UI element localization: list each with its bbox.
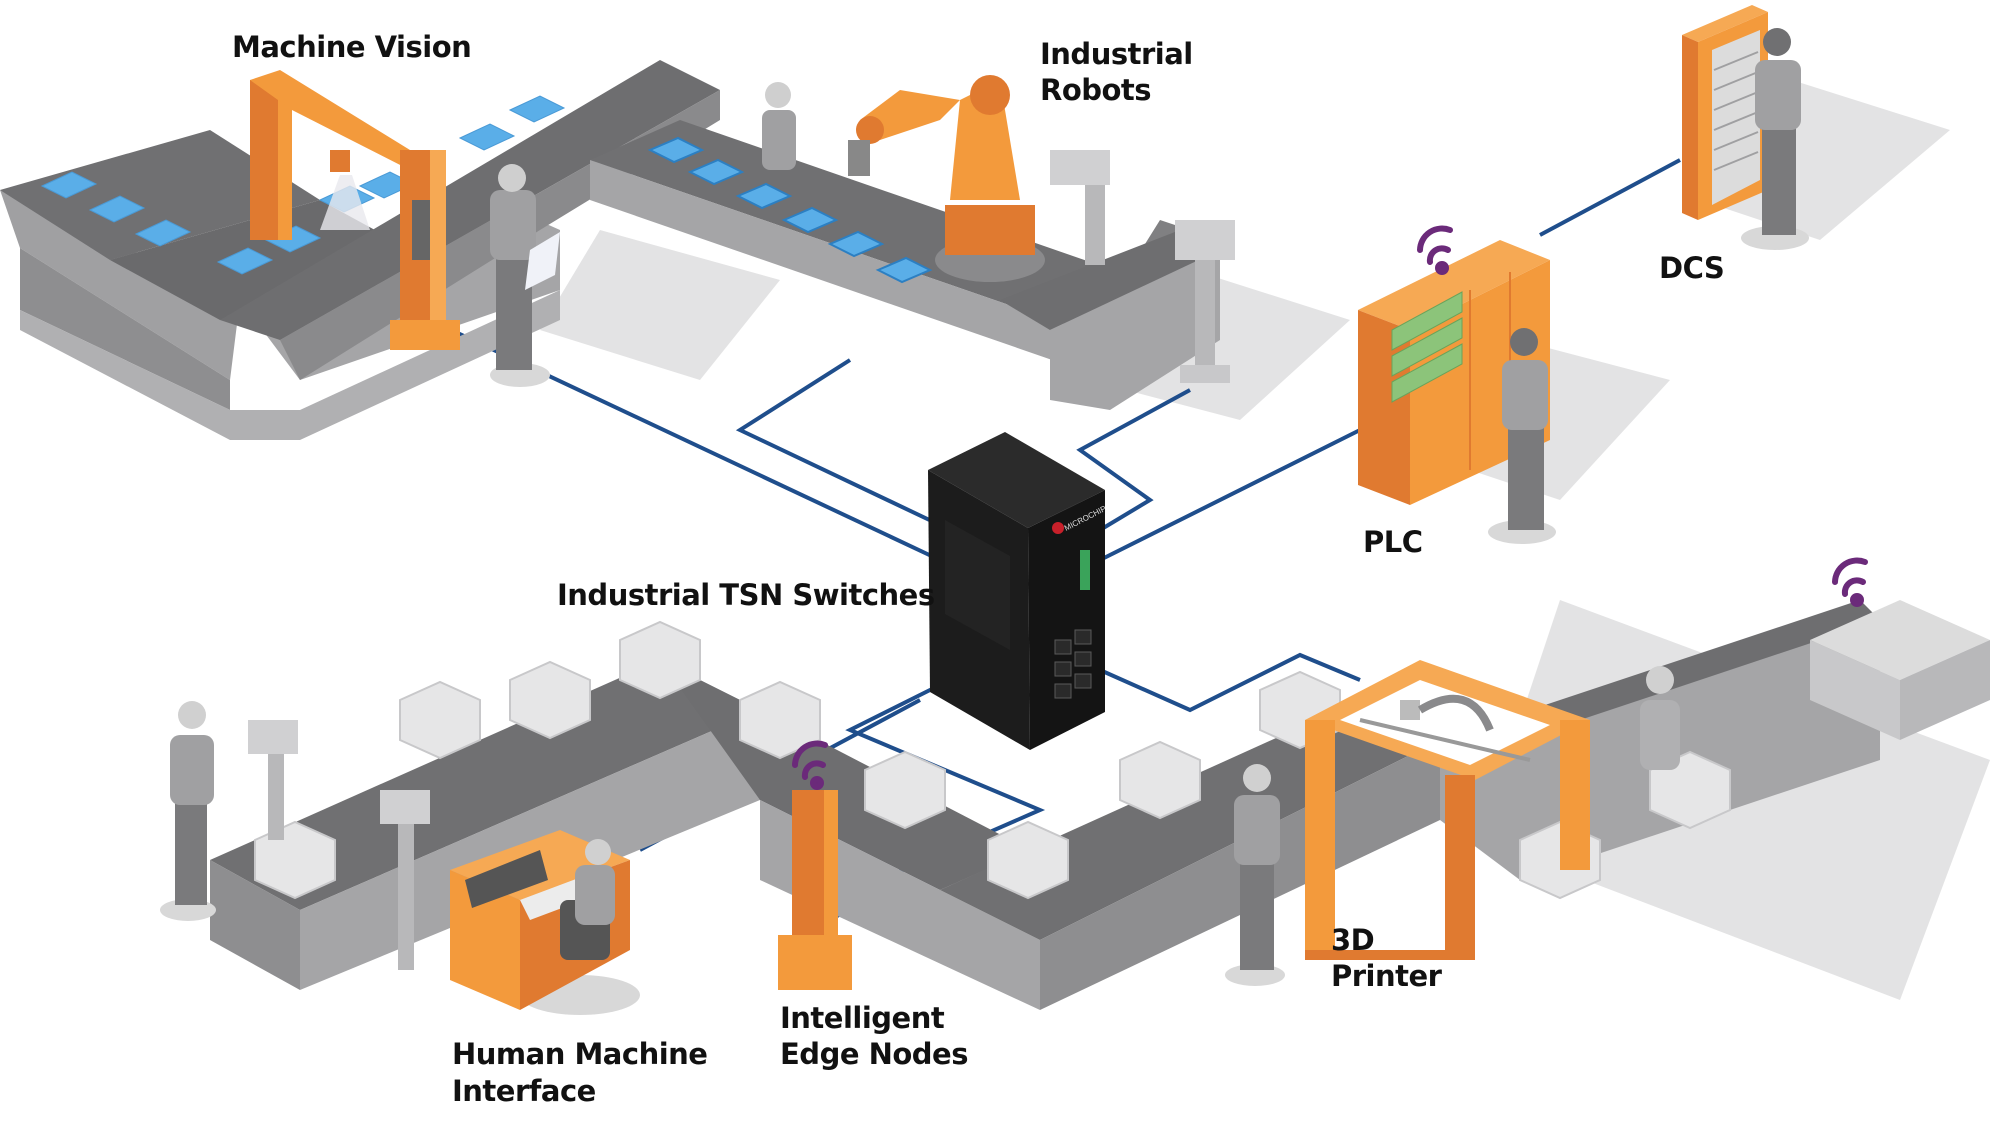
label-machine-vision: Machine Vision bbox=[232, 30, 472, 64]
wireless-icon-tunnel bbox=[1832, 557, 1868, 607]
sensor-posts-top bbox=[1050, 150, 1235, 383]
label-3d-printer-line2: Printer bbox=[1331, 959, 1442, 993]
label-edge-nodes-line2: Edge Nodes bbox=[780, 1037, 968, 1071]
industrial-robot-arm bbox=[848, 75, 1045, 282]
label-hmi-line2: Interface bbox=[452, 1074, 596, 1108]
cable-robots bbox=[735, 358, 941, 527]
worker-machine-vision bbox=[490, 164, 560, 387]
wireless-icon-plc bbox=[1417, 225, 1453, 275]
hmi-console bbox=[450, 830, 640, 1015]
label-hmi-line1: Human Machine bbox=[452, 1037, 708, 1071]
label-industrial-robots-line2: Robots bbox=[1040, 73, 1152, 107]
machine-vision-gantry bbox=[250, 70, 460, 350]
worker-robots bbox=[762, 82, 796, 170]
tunnel-machine bbox=[1810, 557, 1990, 740]
worker-plc bbox=[1488, 328, 1556, 544]
worker-bottom-left bbox=[160, 701, 430, 970]
worker-dcs bbox=[1741, 28, 1809, 250]
tsn-switch: MICROCHIP bbox=[928, 432, 1108, 750]
label-edge-nodes-line1: Intelligent bbox=[780, 1001, 945, 1035]
label-tsn-switches: Industrial TSN Switches bbox=[557, 578, 935, 612]
label-dcs: DCS bbox=[1659, 251, 1725, 285]
cable-conveyor-top bbox=[1076, 388, 1191, 532]
dcs-cabinet bbox=[1682, 5, 1768, 220]
cable-plc bbox=[1099, 428, 1361, 562]
edge-node-pillar bbox=[778, 740, 852, 990]
cable-dcs bbox=[1539, 158, 1681, 237]
conveyor-robots bbox=[590, 120, 1220, 410]
label-industrial-robots-line1: Industrial bbox=[1040, 37, 1193, 71]
worker-tunnel bbox=[1640, 666, 1680, 770]
label-plc: PLC bbox=[1363, 525, 1423, 559]
label-3d-printer-line1: 3D bbox=[1331, 923, 1375, 957]
3d-printer bbox=[1305, 660, 1590, 960]
worker-printer bbox=[1225, 764, 1285, 986]
cable-printer bbox=[1099, 652, 1361, 713]
wireless-icon-edge bbox=[792, 740, 828, 790]
